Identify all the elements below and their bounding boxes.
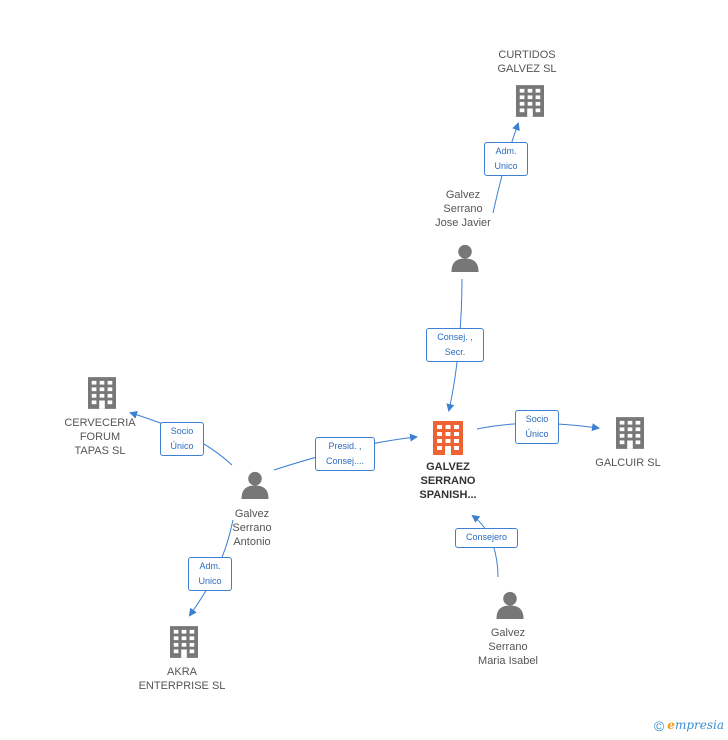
node-cerveceria-label[interactable]: CERVECERIA FORUM TAPAS SL bbox=[64, 417, 136, 457]
curtidos-building-icon bbox=[516, 85, 544, 117]
galcuir-building-icon bbox=[616, 417, 644, 449]
node-antonio-label[interactable]: Galvez Serrano Antonio bbox=[232, 508, 272, 548]
node-maria-isabel-label[interactable]: Galvez Serrano Maria Isabel bbox=[478, 627, 538, 667]
center-building-icon bbox=[433, 421, 463, 455]
brand-logo: empresia bbox=[667, 717, 724, 732]
footer-credit[interactable]: © empresia bbox=[654, 718, 724, 734]
node-center-company-label[interactable]: GALVEZ SERRANO SPANISH... bbox=[419, 461, 477, 501]
edge-label-antonio-center[interactable]: Presid. , Consej.... bbox=[315, 437, 375, 471]
edge-label-antonio-akra[interactable]: Adm. Unico bbox=[188, 557, 232, 591]
edge-label-jose-center[interactable]: Consej. , Secr. bbox=[426, 328, 484, 362]
node-akra-label[interactable]: AKRA ENTERPRISE SL bbox=[138, 666, 226, 692]
copyright-icon: © bbox=[653, 718, 665, 734]
maria-isabel-person-icon bbox=[496, 591, 524, 619]
node-galcuir-label[interactable]: GALCUIR SL bbox=[595, 457, 661, 469]
jose-javier-person-icon bbox=[451, 244, 479, 272]
edge-label-jose-curtidos[interactable]: Adm. Unico bbox=[484, 142, 528, 176]
cerveceria-building-icon bbox=[88, 377, 116, 409]
edge-label-maria-center[interactable]: Consejero bbox=[455, 528, 518, 548]
node-jose-javier-label[interactable]: Galvez Serrano Jose Javier bbox=[435, 189, 491, 229]
node-curtidos-label[interactable]: CURTIDOS GALVEZ SL bbox=[497, 49, 557, 75]
antonio-person-icon bbox=[241, 471, 269, 499]
akra-building-icon bbox=[170, 626, 198, 658]
edge-label-antonio-cerveceria[interactable]: Socio Único bbox=[160, 422, 204, 456]
edge-label-center-galcuir[interactable]: Socio Único bbox=[515, 410, 559, 444]
